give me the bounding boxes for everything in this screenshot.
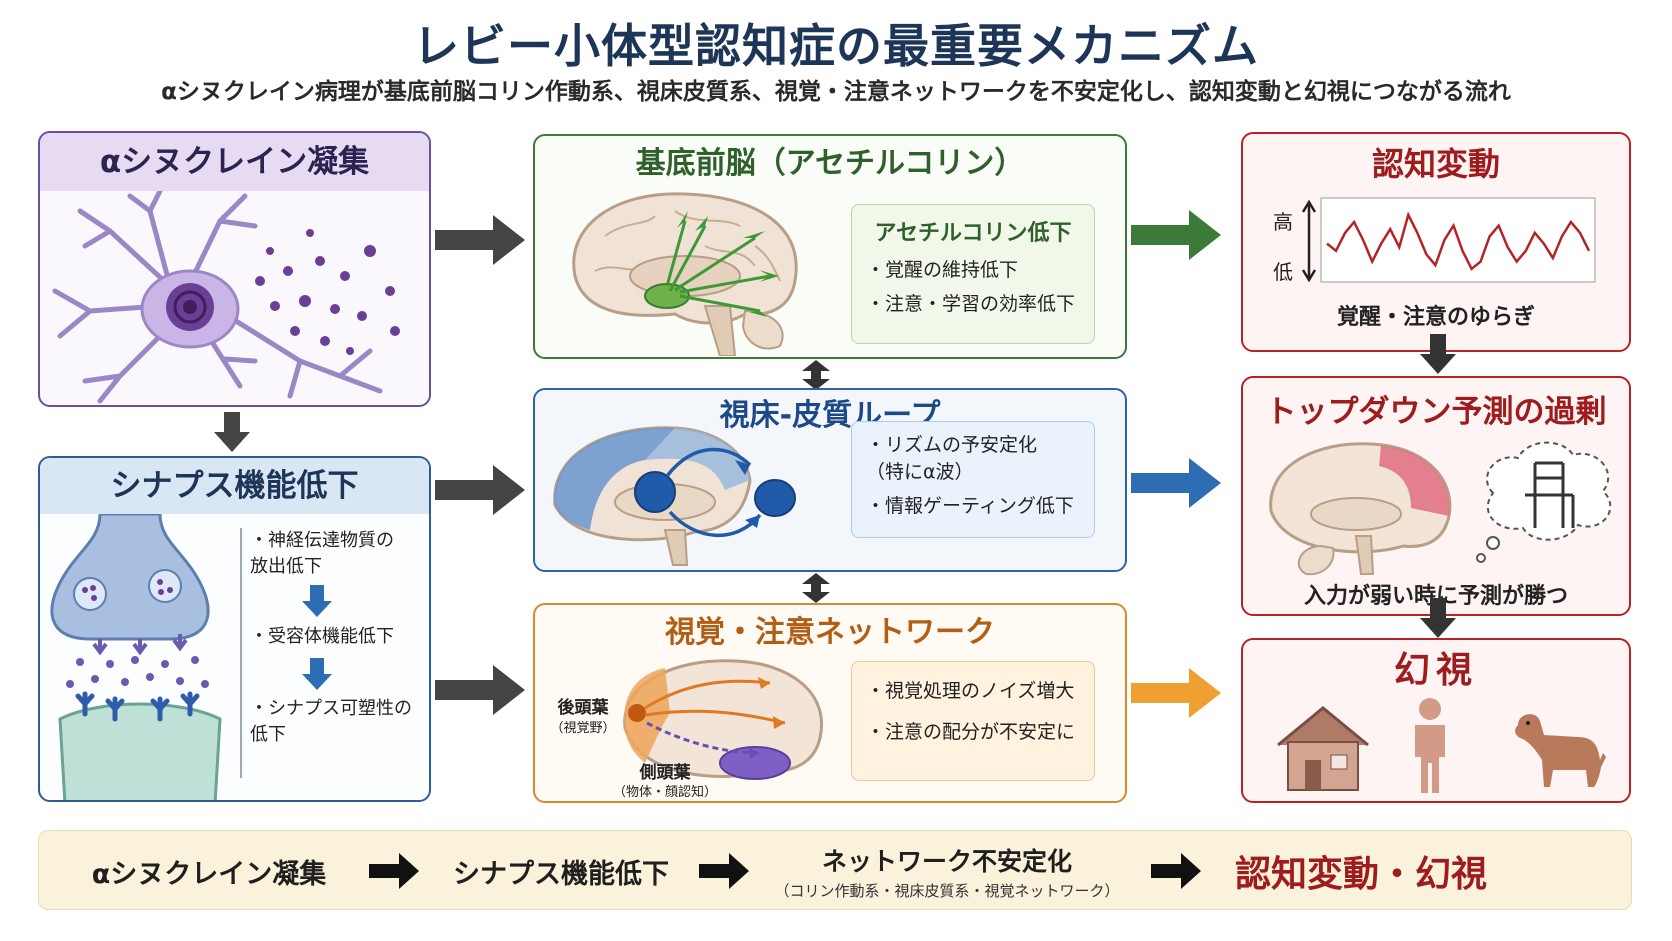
basal-forebrain-panel: 基底前脳（アセチルコリン） アセチルコリン低下 ・覚醒の維持低下 ・注意・学習の… (533, 134, 1127, 359)
high-label: 高 (1273, 210, 1293, 234)
summary-step-alpha-syn-label: αシヌクレイン凝集 (91, 858, 327, 890)
thalamus-loop-illustration (553, 426, 796, 566)
fluctuation-graph (1301, 197, 1596, 283)
topdown-prediction-panel: トップダウン予測の過剰 入力が弱い時に予測が勝つ (1241, 376, 1631, 616)
visual-network-brain-illustration (623, 659, 823, 780)
person-icon (1415, 698, 1445, 793)
visual-attention-panel: 視覚・注意ネットワーク 後頭葉 （視覚野） 側頭葉 （物体・顔認知） ・視覚処理… (533, 603, 1127, 803)
double-arrow-icon (802, 573, 830, 603)
visual-attention-title: 視覚・注意ネットワーク (665, 615, 995, 650)
synapse-step-receptor: ・受容体機能低下 (250, 626, 394, 647)
temporal-label: 側頭葉 (639, 763, 691, 783)
acetylcholine-box: アセチルコリン低下 ・覚醒の維持低下 ・注意・学習の効率低下 (851, 204, 1095, 344)
arrow-down-icon (302, 585, 332, 617)
arrow-down-icon (302, 658, 332, 690)
summary-step-network: ネットワーク不安定化 （コリン作動系・視床皮質系・視覚ネットワーク） (757, 831, 1137, 911)
thalamus-icon (634, 471, 676, 513)
thalamocortical-box: ・リズムの予安定化 （特にα波） ・情報ゲーティング低下 (851, 421, 1095, 538)
synapse-step-plasticity: ・シナプス可塑性の 低下 (250, 698, 412, 745)
topdown-prediction-title: トップダウン予測の過剰 (1265, 394, 1607, 430)
arrow-right-icon (1151, 853, 1201, 889)
temporal-sublabel: （物体・顔認知） (612, 785, 717, 800)
low-label: 低 (1273, 260, 1293, 284)
cortex-node-icon (754, 479, 796, 517)
arrow-right-icon (1131, 668, 1221, 718)
arrow-down-icon (214, 412, 250, 452)
fluctuation-caption: 覚醒・注意のゆらぎ (1336, 305, 1535, 330)
basal-forebrain-title: 基底前脳（アセチルコリン） (635, 146, 1025, 181)
acetylcholine-bullet-1: ・覚醒の維持低下 (866, 259, 1019, 281)
page-title: レビー小体型認知症の最重要メカニズム (413, 19, 1259, 73)
fluctuation-wave-line (1326, 211, 1591, 271)
arrow-right-icon (435, 665, 525, 715)
alpha-synuclein-panel: αシヌクレイン凝集 (38, 131, 431, 407)
arrow-right-icon (699, 853, 749, 889)
summary-step-network-label: ネットワーク不安定化 (821, 846, 1072, 876)
house-icon (1277, 706, 1369, 791)
acetylcholine-bullet-2: ・注意・学習の効率低下 (866, 293, 1076, 315)
occipital-highlight-icon (628, 704, 646, 722)
thought-bubble-chair-icon (1476, 441, 1612, 563)
cognitive-fluctuation-panel: 認知変動 高 低 覚醒・注意のゆらぎ (1241, 132, 1631, 352)
synapse-step-release: ・神経伝達物質の 放出低下 (250, 530, 394, 577)
summary-step-alpha-syn: αシヌクレイン凝集 (69, 831, 349, 911)
visual-attention-bullet-2: ・注意の配分が不安定に (866, 721, 1076, 743)
prediction-brain-illustration (1269, 442, 1452, 576)
visual-attention-bullet-1: ・視覚処理のノイズ増大 (866, 680, 1075, 702)
thalamocortical-bullet-2: ・情報ゲーティング低下 (866, 495, 1074, 517)
brain-cholinergic-illustration (572, 192, 798, 356)
arrow-right-icon (1131, 458, 1221, 508)
alpha-synuclein-title: αシヌクレイン凝集 (40, 133, 429, 191)
thalamocortical-bullet-1: ・リズムの予安定化 （特にα波） (866, 434, 1038, 483)
summary-step-network-sub: （コリン作動系・視床皮質系・視覚ネットワーク） (774, 881, 1120, 900)
page-subtitle: αシヌクレイン病理が基底前脳コリン作動系、視床皮質系、視覚・注意ネットワークを不… (161, 79, 1511, 105)
summary-step-outcome: 認知変動・幻視 (1211, 831, 1511, 911)
visual-attention-box: ・視覚処理のノイズ増大 ・注意の配分が不安定に (851, 661, 1095, 781)
arrow-right-icon (435, 465, 525, 515)
occipital-label: 後頭葉 (557, 698, 609, 718)
synapse-illustration (50, 514, 222, 800)
arrow-right-icon (435, 215, 525, 265)
summary-bar: αシヌクレイン凝集 シナプス機能低下 ネットワーク不安定化 （コリン作動系・視床… (38, 830, 1632, 910)
arrow-down-icon (1420, 598, 1456, 638)
arrow-right-icon (369, 853, 419, 889)
cognitive-fluctuation-title: 認知変動 (1371, 145, 1500, 183)
thalamocortical-panel: 視床-皮質ループ ・リズムの予安定化 （特にα波） ・情報ゲーティング低下 (533, 388, 1127, 572)
summary-step-synapse: シナプス機能低下 (431, 831, 691, 911)
double-arrow-icon (802, 360, 830, 390)
summary-step-outcome-label: 認知変動・幻視 (1234, 854, 1487, 895)
arrow-down-icon (1420, 334, 1456, 374)
neuron-illustration (52, 191, 400, 404)
acetylcholine-box-title: アセチルコリン低下 (874, 221, 1072, 246)
hallucination-panel: 幻視 (1241, 638, 1631, 803)
arrow-right-icon (1131, 210, 1221, 260)
summary-step-synapse-label: シナプス機能低下 (453, 858, 669, 890)
dog-icon (1515, 714, 1606, 787)
hallucination-title: 幻視 (1393, 650, 1478, 691)
prefrontal-highlight (1379, 446, 1450, 516)
synapse-title: シナプス機能低下 (40, 458, 429, 514)
synapse-panel: シナプス機能低下 ・神経伝達物質の 放出低下 ・受容体機能低下 ・シナプス可塑性… (38, 456, 431, 802)
occipital-sublabel: （視覚野） (550, 721, 616, 736)
